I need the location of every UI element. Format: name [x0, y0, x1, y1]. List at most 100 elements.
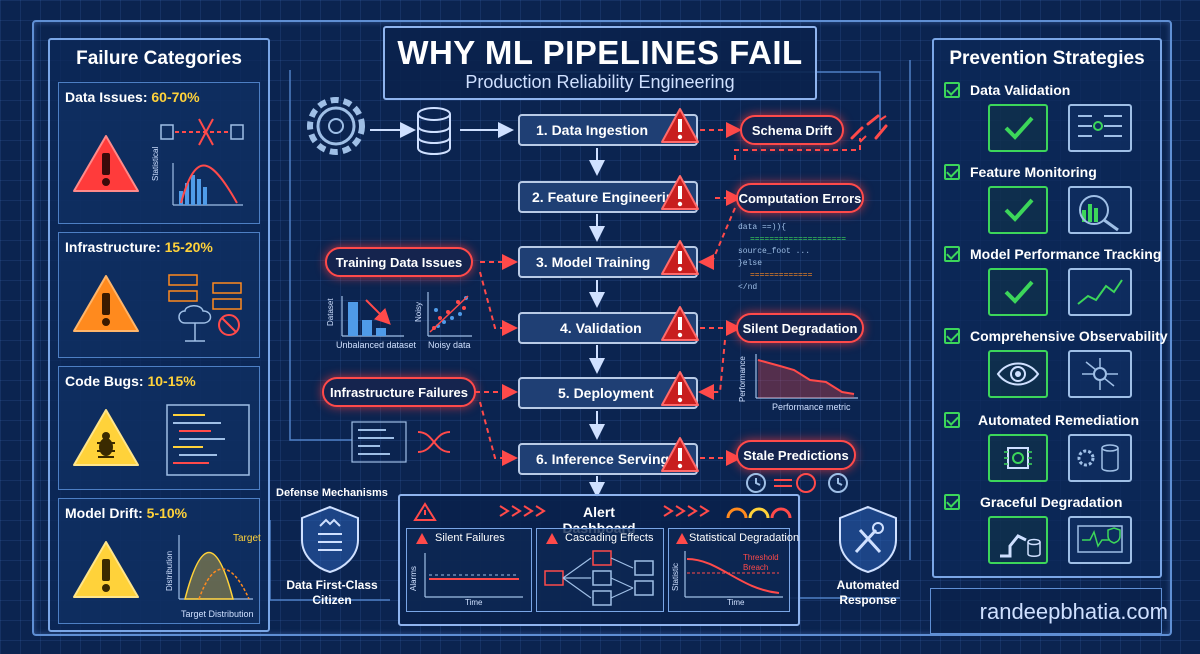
monitoring-check-icon — [988, 186, 1048, 234]
gear-icon — [307, 97, 365, 155]
website-badge — [930, 588, 1162, 634]
alert-chevrons-left — [499, 505, 546, 517]
checkmark-icon — [944, 412, 960, 428]
chip-search-icon — [988, 434, 1048, 482]
code-snippet: data ==)){ ==================== source_f… — [738, 223, 847, 292]
alarms-axis-label: Alarms — [409, 566, 418, 591]
bug-warning-icon — [73, 409, 139, 466]
alert-chevrons-right — [663, 505, 710, 517]
category-data-issues: Data Issues: 60-70% Statistical — [58, 82, 260, 224]
failure-training-data-issues: Training Data Issues — [325, 247, 473, 277]
distribution-drift-chart — [178, 535, 253, 600]
category-code-bugs: Code Bugs: 10-15% — [58, 366, 260, 490]
noisy-data-caption: Noisy data — [428, 340, 471, 350]
stage-warning-icon — [661, 306, 699, 341]
failure-computation-errors: Computation Errors — [736, 183, 864, 213]
server-network-icon — [168, 274, 242, 342]
website-url[interactable]: randeepbhatia.com — [979, 599, 1168, 624]
time-axis-label: Time — [727, 598, 745, 607]
clock-icons — [746, 473, 848, 493]
stage-warning-icon — [661, 437, 699, 472]
distribution-axis-label: Distribution — [165, 550, 174, 591]
eye-icon — [988, 350, 1048, 398]
noisy-axis-label: Noisy — [414, 301, 423, 322]
statistical-axis-label: Statistical — [151, 146, 160, 181]
shield-tools-icon — [839, 505, 897, 574]
checkmark-icon — [944, 164, 960, 180]
failure-silent-degradation: Silent Degradation — [736, 313, 864, 343]
dataset-axis-label: Dataset — [326, 298, 335, 326]
warning-yellow-icon — [73, 541, 139, 598]
noisy-data-scatter — [427, 292, 472, 337]
checkmark-icon — [944, 494, 960, 510]
statistical-degradation-chart — [684, 551, 783, 598]
gear-database-icon — [1068, 434, 1132, 482]
time-axis-label: Time — [465, 598, 483, 607]
performance-check-icon — [988, 268, 1048, 316]
target-distribution-label: Target Distribution — [181, 609, 254, 619]
stage-warning-icon — [661, 371, 699, 406]
small-warning-icon — [546, 533, 558, 544]
warning-red-icon — [73, 135, 139, 192]
unbalanced-dataset-chart — [341, 296, 404, 337]
failure-schema-drift: Schema Drift — [740, 115, 844, 145]
trend-chart-icon — [1068, 268, 1132, 316]
broken-chain-icon — [850, 114, 888, 143]
strategy-automated-remediation: Automated Remediation — [940, 412, 1152, 492]
page-subtitle: Production Reliability Engineering — [465, 72, 735, 92]
category-infrastructure: Infrastructure: 15-20% — [58, 232, 260, 358]
stage-warning-icon — [661, 240, 699, 275]
robot-arm-database-icon — [988, 516, 1048, 564]
strategy-graceful-degradation: Graceful Degradation — [940, 494, 1152, 574]
unbalanced-dataset-caption: Unbalanced dataset — [336, 340, 417, 350]
performance-axis-label: Performance — [738, 356, 747, 402]
category-label: Model Drift: 5-10% — [65, 505, 188, 521]
strategy-model-performance-tracking: Model Performance Tracking — [940, 246, 1161, 326]
failure-categories-panel: Failure Categories Data Issues: 60-70% S… — [48, 38, 270, 632]
category-label: Code Bugs: 10-15% — [65, 373, 196, 389]
small-warning-icon — [416, 533, 428, 544]
validation-check-icon — [988, 104, 1048, 152]
stage-deployment: 5. Deployment — [518, 377, 698, 409]
outer-frame — [32, 20, 1172, 636]
data-split-diagram-icon — [160, 118, 244, 206]
failure-stale-predictions: Stale Predictions — [736, 440, 856, 470]
alert-warning-icon — [413, 502, 437, 521]
page-title: WHY ML PIPELINES FAIL — [397, 34, 803, 71]
stage-warning-icon — [661, 108, 699, 143]
strategy-data-validation: Data Validation — [940, 82, 1152, 162]
defense-mechanisms-label: Defense Mechanisms — [276, 487, 388, 499]
data-table-icon — [1068, 104, 1132, 152]
network-shuffle-icon — [351, 421, 451, 463]
category-label: Infrastructure: 15-20% — [65, 239, 213, 255]
category-model-drift: Model Drift: 5-10% Target Distribution T… — [58, 498, 261, 624]
alert-panel-silent-failures: Silent Failures Alarms Time — [406, 528, 532, 612]
checkmark-icon — [944, 82, 960, 98]
statistic-axis-label: Statistic — [671, 562, 680, 591]
strategy-feature-monitoring: Feature Monitoring — [940, 164, 1152, 244]
title-banner: WHY ML PIPELINES FAIL Production Reliabi… — [383, 26, 817, 100]
performance-decline-chart — [755, 354, 858, 399]
target-label: Target — [233, 533, 261, 544]
code-editor-icon — [166, 404, 250, 476]
checkmark-icon — [944, 328, 960, 344]
alert-panel-cascading-effects: Cascading Effects — [536, 528, 664, 612]
category-label: Data Issues: 60-70% — [65, 89, 200, 105]
gauge-icons — [726, 507, 792, 519]
failure-infrastructure-failures: Infrastructure Failures — [322, 377, 476, 407]
performance-metric-label: Performance metric — [772, 402, 851, 412]
checkmark-icon — [944, 246, 960, 262]
magnifier-chart-icon — [1068, 186, 1132, 234]
strategy-comprehensive-observability: Comprehensive Observability — [940, 328, 1168, 408]
silent-failures-chart — [424, 553, 523, 598]
database-icon — [417, 107, 451, 155]
failure-categories-title: Failure Categories — [76, 48, 242, 69]
stage-warning-icon — [661, 175, 699, 210]
cascading-effects-diagram — [544, 550, 654, 606]
shield-data-icon — [301, 505, 359, 574]
prevention-strategies-title: Prevention Strategies — [949, 48, 1145, 69]
